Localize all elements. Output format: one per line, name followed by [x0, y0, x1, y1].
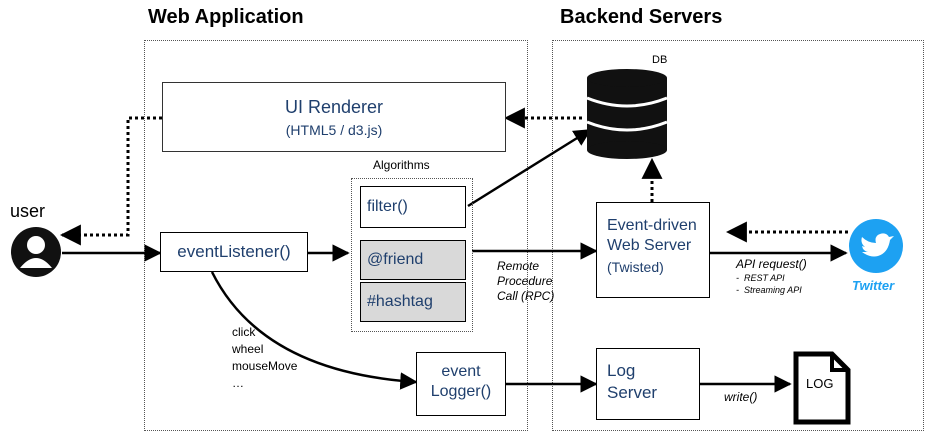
api-request-label: API request() — [736, 257, 807, 271]
log-file-icon — [793, 351, 851, 425]
event-logger-line2: Logger() — [430, 383, 492, 400]
event-type-item: click — [232, 325, 256, 339]
listener-to-logger-arrow — [210, 271, 418, 390]
api-list-item: - REST API — [736, 273, 785, 283]
event-logger-box: event Logger() — [416, 352, 506, 416]
web-server-line3: (Twisted) — [607, 259, 664, 275]
ui-renderer-title: UI Renderer — [284, 97, 384, 117]
event-listener-box: eventListener() — [160, 232, 308, 272]
ui-renderer-subtitle: (HTML5 / d3.js) — [285, 122, 383, 138]
event-type-item: … — [232, 376, 244, 390]
ui-renderer-box: UI Renderer (HTML5 / d3.js) — [162, 82, 506, 152]
algorithm-friend-box: @friend — [360, 240, 466, 280]
algorithm-filter-box: filter() — [360, 186, 466, 228]
algorithm-hashtag-label: #hashtag — [367, 293, 433, 310]
user-label: user — [10, 201, 46, 221]
filter-to-db-arrow — [467, 128, 592, 208]
renderer-to-user-arrow — [59, 116, 162, 246]
database-icon — [586, 69, 668, 159]
event-type-item: mouseMove — [232, 359, 298, 373]
api-list-item: - Streaming API — [736, 285, 802, 295]
log-server-box: Log Server — [596, 348, 700, 420]
user-icon — [11, 227, 61, 277]
algorithm-friend-label: @friend — [367, 251, 424, 268]
twitter-icon — [849, 219, 903, 273]
db-label: DB — [652, 54, 668, 66]
backend-region — [552, 40, 924, 431]
rpc-label-line: Remote — [497, 259, 540, 273]
event-types-label: click wheel mouseMove … — [232, 324, 297, 392]
web-server-line1: Event-driven — [607, 217, 697, 234]
web-app-title: Web Application — [148, 6, 304, 28]
web-app-region — [144, 40, 528, 431]
rpc-label-line: Procedure — [497, 274, 553, 288]
algorithms-label: Algorithms — [373, 158, 430, 172]
event-listener-label: eventListener() — [177, 242, 291, 261]
algorithm-hashtag-box: #hashtag — [360, 282, 466, 322]
event-type-item: wheel — [232, 342, 264, 356]
api-list: - REST API - Streaming API — [736, 272, 802, 296]
web-server-box: Event-driven Web Server (Twisted) — [596, 202, 710, 298]
algorithm-filter-label: filter() — [367, 198, 408, 215]
write-label: write() — [724, 390, 758, 404]
rpc-label-line: Call (RPC) — [497, 289, 555, 303]
log-server-line2: Server — [607, 383, 658, 402]
rpc-label: Remote Procedure Call (RPC) — [497, 259, 554, 304]
algorithms-group — [351, 178, 473, 332]
web-server-line2: Web Server — [607, 237, 692, 254]
log-server-line1: Log — [607, 361, 636, 380]
twitter-label: Twitter — [852, 278, 895, 293]
log-file-label: LOG — [806, 376, 834, 391]
event-logger-line1: event — [441, 363, 481, 380]
backend-title: Backend Servers — [560, 6, 723, 28]
